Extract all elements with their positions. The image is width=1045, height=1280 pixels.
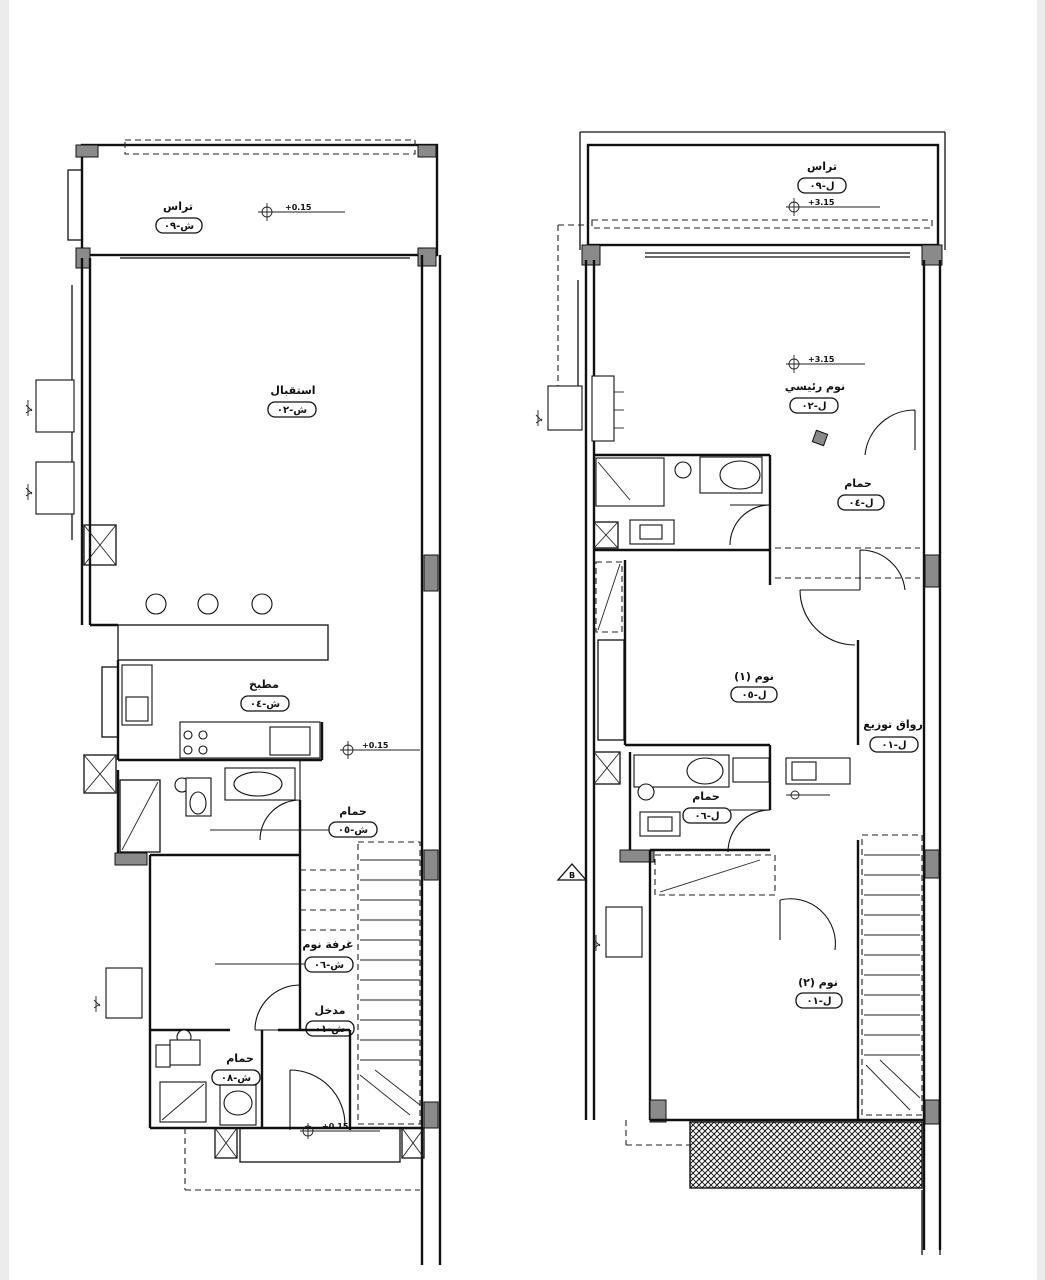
photo-edge-left	[0, 0, 9, 1280]
gf-level-terrace: +0.15	[285, 203, 312, 212]
gf-kitchen-code: ش-٠٤	[250, 699, 280, 710]
ff-master-code: ل-٠٢	[801, 401, 826, 412]
gf-reception-name: استقبال	[270, 384, 315, 397]
gf-level-entry: +0.15	[322, 1122, 349, 1131]
ff-stair-treads	[864, 854, 921, 1111]
ff-bedroom1-name: نوم (١)	[734, 670, 774, 683]
gf-terrace-name: تراس	[163, 200, 193, 213]
ff-distribution-name: رواق توزيع	[863, 718, 923, 731]
ff-level-terrace: +3.15	[808, 198, 835, 207]
ff-distribution-code: ل-٠١	[881, 740, 906, 751]
gf-entrance-code: ش-٠١	[315, 1024, 345, 1035]
ff-bedroom2-code: ل-٠١	[806, 996, 831, 1007]
ff-master-name: نوم رئيسي	[785, 380, 845, 393]
ff-level-master: +3.15	[808, 355, 835, 364]
photo-edge-right	[1037, 0, 1045, 1280]
gf-entrance-name: مدخل	[315, 1004, 346, 1017]
gf-kitchen-name: مطبخ	[249, 678, 279, 691]
gf-stair-treads	[359, 859, 421, 1116]
ff-bedroom2-name: نوم (٢)	[798, 976, 838, 989]
ff-bathroom2-name: حمام	[692, 790, 720, 803]
ff-level-marker-terrace: +3.15	[786, 198, 880, 216]
gf-terrace-outline	[80, 143, 439, 257]
ground-floor-plan: +0.15 +0.15 +0.15 تراس ش-٠٩ استقبال ش-٠٢…	[25, 139, 442, 1265]
gf-bathroom-name: حمام	[339, 805, 367, 818]
gf-level-marker-entry: +0.15	[300, 1122, 380, 1139]
first-floor-plan: B +3.15 +3.15 تراس ل-٠٩ نوم رئيسي ل-٠٢ ح…	[535, 131, 946, 1255]
section-mark: B	[556, 863, 588, 881]
gf-wc-code: ش-٠٨	[221, 1073, 251, 1084]
ff-bedroom1-code: ل-٠٥	[741, 690, 766, 701]
gf-reception-code: ش-٠٢	[277, 405, 307, 416]
gf-level-marker-terrace: +0.15	[258, 203, 345, 221]
ff-bathroom2-code: ل-٠٦	[694, 811, 719, 822]
gf-bedroom-name: غرفة نوم	[302, 938, 353, 951]
gf-level-living: +0.15	[362, 741, 389, 750]
ff-terrace-name: تراس	[807, 160, 837, 173]
ff-bathroom-name: حمام	[844, 477, 872, 490]
ff-terrace-code: ل-٠٩	[809, 181, 834, 192]
gf-wc-name: حمام	[226, 1052, 254, 1065]
gf-terrace-balustrade	[124, 139, 416, 155]
gf-terrace-code: ش-٠٩	[164, 221, 194, 232]
ff-roof-tiles	[689, 1121, 923, 1189]
ff-bathroom-code: ل-٠٤	[848, 498, 873, 509]
ff-level-marker-master: +3.15	[786, 355, 865, 373]
gf-bathroom-code: ش-٠٥	[338, 825, 368, 836]
ff-terrace-outline	[586, 143, 940, 247]
gf-bedroom-code: ش-٠٦	[314, 960, 344, 971]
gf-level-marker-living: +0.15	[340, 741, 420, 759]
section-mark-label: B	[569, 871, 575, 880]
